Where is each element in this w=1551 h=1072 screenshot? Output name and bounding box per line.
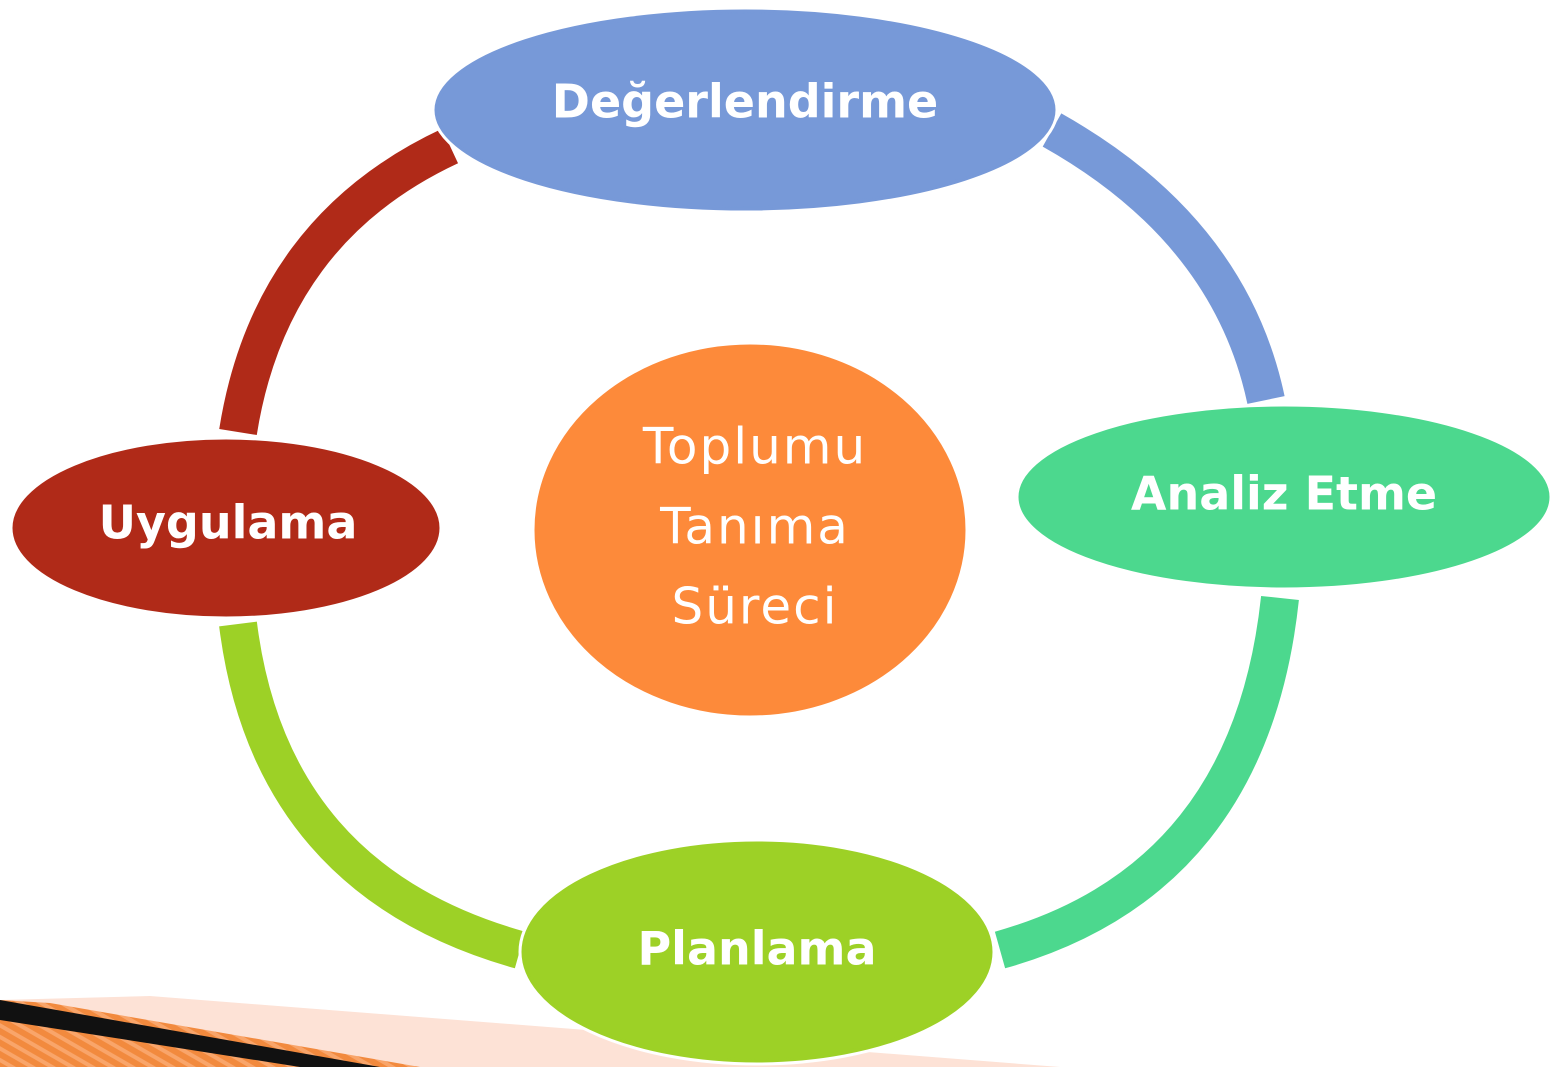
node-analiz-etme-outline bbox=[1021, 409, 1547, 585]
center-label-line-2: Tanıma bbox=[659, 498, 850, 556]
node-uygulama-ellipse bbox=[9, 436, 443, 620]
center-node: Toplumu Tanıma Süreci bbox=[531, 341, 969, 719]
node-uygulama-label: Uygulama bbox=[99, 496, 358, 550]
center-label-line-1: Toplumu bbox=[642, 418, 867, 476]
node-uygulama-outline bbox=[15, 442, 437, 614]
node-planlama-ellipse bbox=[518, 838, 996, 1066]
node-planlama: Planlama bbox=[518, 838, 996, 1066]
arc-uygulama-to-degerlendirme bbox=[219, 128, 459, 435]
cycle-arcs bbox=[219, 113, 1299, 969]
node-degerlendirme: Değerlendirme bbox=[431, 6, 1059, 214]
center-ellipse bbox=[531, 341, 969, 719]
corner-dark-stroke bbox=[0, 1000, 380, 1067]
node-uygulama: Uygulama bbox=[9, 436, 443, 620]
node-analiz-etme: Analiz Etme bbox=[1015, 403, 1551, 591]
node-degerlendirme-outline bbox=[437, 12, 1053, 208]
corner-striped-wedge bbox=[0, 1000, 420, 1067]
node-degerlendirme-label: Değerlendirme bbox=[552, 75, 938, 129]
node-analiz-etme-ellipse bbox=[1015, 403, 1551, 591]
center-label-line-3: Süreci bbox=[671, 578, 838, 636]
node-planlama-outline bbox=[524, 844, 990, 1060]
arc-analiz-to-planlama bbox=[994, 595, 1299, 969]
arc-degerlendirme-to-analiz bbox=[1042, 113, 1285, 405]
arc-planlama-to-uygulama bbox=[219, 621, 526, 969]
node-analiz-etme-label: Analiz Etme bbox=[1131, 467, 1437, 521]
node-planlama-label: Planlama bbox=[637, 922, 876, 976]
node-degerlendirme-ellipse bbox=[431, 6, 1059, 214]
center-ellipse-outline bbox=[537, 347, 963, 713]
